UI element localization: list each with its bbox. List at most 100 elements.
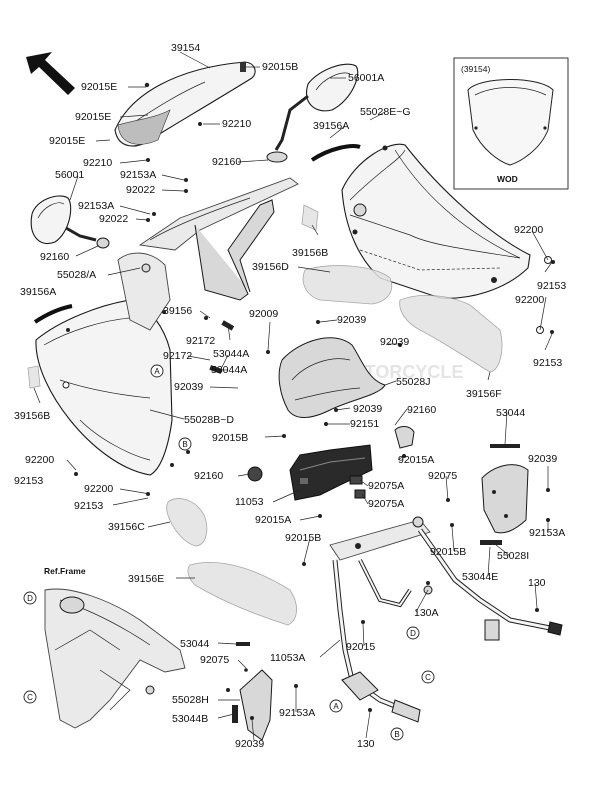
label-92160-c: 92160 [407,404,436,416]
ref-circle-A-2: A [329,699,343,713]
ref-circle-D-2: D [23,591,37,605]
label-92160-a: 92160 [212,156,241,168]
label-92172-a: 92172 [186,335,215,347]
pad-39156B-top [301,204,319,231]
meter-bracket-part [247,426,415,501]
label-39156B-left: 39156B [14,410,50,422]
label-92039-b: 92039 [380,336,409,348]
label-55028-A: 55028/A [57,269,96,281]
pad-39156B-left [27,365,41,389]
ref-circle-C-1: C [421,670,435,684]
label-92210-a: 92210 [222,118,251,130]
label-53044A-a: 53044A [213,348,249,360]
svg-text:C: C [425,673,431,682]
lower-bracket-part [232,642,298,741]
label-92022-b: 92022 [99,213,128,225]
label-39156D: 39156D [252,261,289,273]
label-92039-c: 92039 [174,381,203,393]
svg-text:D: D [410,629,416,638]
label-92015-a: 92015 [346,641,375,653]
label-11053A: 11053A [270,652,305,664]
label-92015E-2: 92015E [75,111,111,123]
svg-text:B: B [182,440,187,449]
label-92200-d: 92200 [84,483,113,495]
label-92153-d: 92153 [74,500,103,512]
svg-text:A: A [333,702,339,711]
label-55028J: 55028J [396,376,430,388]
label-53044: 53044 [496,407,525,419]
label-92172-b: 92172 [163,350,192,362]
label-92200-b: 92200 [515,294,544,306]
label-11053: 11053 [235,496,264,508]
inset-caption: WOD [497,174,518,184]
label-92022-a: 92022 [126,184,155,196]
ref-circle-D-1: D [406,626,420,640]
label-92015A-b: 92015A [255,514,291,526]
label-92200-a: 92200 [514,224,543,236]
label-92153A-c: 92153A [529,527,565,539]
pad-39156F [399,295,503,373]
inner-panel-part [278,337,386,418]
label-92200-c: 92200 [25,454,54,466]
right-mirror-part [266,63,359,163]
part-labels: 39154 92015B 92015E 92015E 92015E 92210 … [14,42,566,750]
left-mirror-part [30,195,110,249]
right-upper-cowl-part [310,143,531,299]
label-92075-b: 92075 [200,654,229,666]
ref-circle-C-2: C [23,690,37,704]
ref-circle-A-1: A [150,364,164,378]
label-56001: 56001 [55,169,84,181]
label-92039-a: 92039 [337,314,366,326]
windshield-part [114,61,256,162]
label-92160-b: 92160 [40,251,69,263]
label-92039-f: 92039 [235,738,264,750]
label-55028B-D: 55028B~D [184,414,234,426]
pad-39156E [187,562,297,626]
label-92015E-1: 92015E [81,81,117,93]
inset-windshield-variant: (39154) WOD [453,57,569,190]
front-direction-arrow-icon [26,52,75,95]
label-39154: 39154 [171,42,200,54]
label-55028I: 55028I [497,550,529,562]
label-130-a: 130 [528,577,546,589]
leader-lines [33,51,553,741]
label-92015B-b: 92015B [285,532,321,544]
label-53044-b: 53044 [180,638,209,650]
svg-text:B: B [394,730,399,739]
pad-39156C [166,498,208,547]
label-130A: 130A [414,607,439,619]
label-92039-e: 92039 [528,453,557,465]
label-39156C: 39156C [108,521,145,533]
reference-frame-sketch [44,588,186,729]
label-92009: 92009 [249,308,278,320]
label-39156F: 39156F [466,388,502,400]
label-92160-d: 92160 [194,470,223,482]
label-92039-d: 92039 [353,403,382,415]
label-55028E-G: 55028E~G [360,106,411,118]
label-39156A-left: 39156A [20,286,56,298]
label-39156B-top: 39156B [292,247,328,259]
label-56001A: 56001A [348,72,384,84]
label-130-b: 130 [357,738,375,750]
label-92210-b: 92210 [83,157,112,169]
label-92015B-c: 92015B [430,546,466,558]
label-92075A-a: 92075A [368,480,404,492]
ref-circle-B-2: B [390,727,404,741]
label-53044B: 53044B [172,713,208,725]
label-92015B-mid: 92015B [212,432,248,444]
inset-title: (39154) [461,64,490,74]
svg-text:A: A [154,367,160,376]
label-92153-c: 92153 [14,475,43,487]
label-92075-a: 92075 [428,470,457,482]
label-39156A-top: 39156A [313,120,349,132]
label-55028H: 55028H [172,694,209,706]
label-39156: 39156 [163,305,192,317]
label-92151: 92151 [350,418,379,430]
label-92153A-b: 92153A [78,200,114,212]
label-53044E: 53044E [462,571,498,583]
left-upper-cowl-part [33,252,173,476]
label-39156E: 39156E [128,573,164,585]
label-92153A-d: 92153A [279,707,315,719]
